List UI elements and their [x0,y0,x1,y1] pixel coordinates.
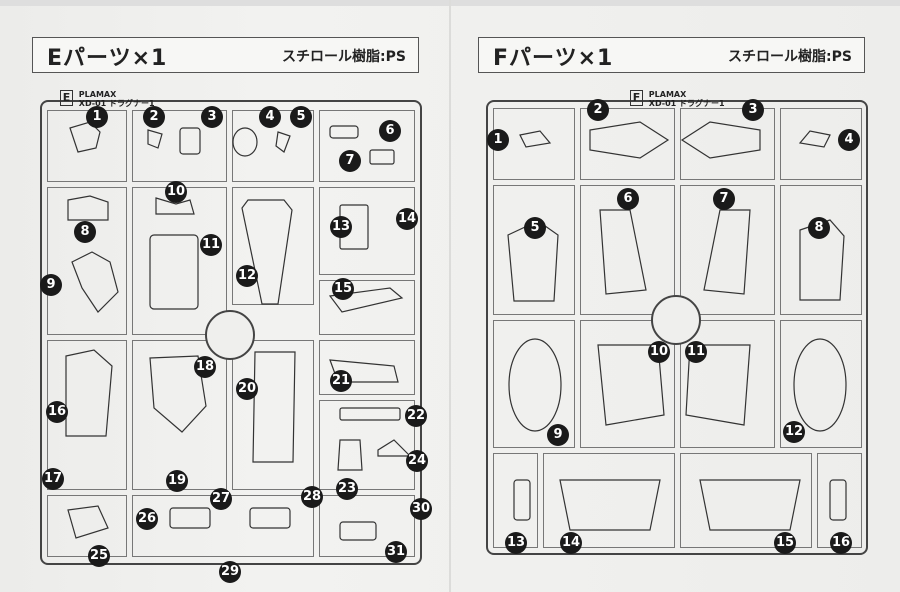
f-parts-title: Fパーツ×1 [493,46,614,71]
f-cell-2 [580,108,675,180]
e-part-number-11: 11 [200,234,222,256]
e-cell-21 [319,340,415,395]
e-part-number-28: 28 [301,486,323,508]
f-cell-8 [780,185,862,315]
e-part-number-19: 19 [166,470,188,492]
e-part-number-21: 21 [330,370,352,392]
e-part-number-6: 6 [379,120,401,142]
f-parts-header: Fパーツ×1 スチロール樹脂:PS [478,37,865,73]
f-cell-7 [680,185,775,315]
e-part-number-13: 13 [330,216,352,238]
f-cell-15 [680,453,812,548]
e-part-number-10: 10 [165,181,187,203]
e-part-number-29: 29 [219,561,241,583]
e-cell-15 [319,280,415,335]
f-part-number-11: 11 [685,341,707,363]
f-part-number-6: 6 [617,188,639,210]
f-part-number-4: 4 [838,129,860,151]
e-part-number-12: 12 [236,265,258,287]
f-cell-9 [493,320,575,448]
e-cell-30-31 [319,495,415,557]
e-parts-material: スチロール樹脂:PS [282,49,406,65]
f-part-number-13: 13 [505,532,527,554]
e-part-number-4: 4 [259,106,281,128]
f-part-number-5: 5 [524,217,546,239]
e-part-number-7: 7 [339,150,361,172]
f-cell-14 [543,453,675,548]
e-cell-22-24 [319,400,415,490]
f-cell-11 [680,320,775,448]
e-runner-ring [205,310,255,360]
f-part-number-12: 12 [783,421,805,443]
page-fold [449,0,451,592]
e-cell-8-9 [47,187,127,335]
f-part-number-16: 16 [830,532,852,554]
f-part-number-14: 14 [560,532,582,554]
f-parts-material: スチロール樹脂:PS [728,49,852,65]
e-part-number-8: 8 [74,221,96,243]
e-cell-6-7 [319,110,415,182]
e-part-number-24: 24 [406,450,428,472]
e-part-number-20: 20 [236,378,258,400]
f-part-number-3: 3 [742,99,764,121]
e-cell-25 [47,495,127,557]
e-part-number-2: 2 [143,106,165,128]
e-part-number-22: 22 [405,405,427,427]
e-part-number-17: 17 [42,468,64,490]
f-cell-5 [493,185,575,315]
f-runner-label-1: PLAMAX [648,90,687,99]
e-part-number-25: 25 [88,545,110,567]
e-part-number-27: 27 [210,488,232,510]
e-part-number-3: 3 [201,106,223,128]
f-part-number-8: 8 [808,217,830,239]
f-cell-10 [580,320,675,448]
f-part-number-7: 7 [713,188,735,210]
e-part-number-9: 9 [40,274,62,296]
f-part-number-2: 2 [587,99,609,121]
e-runner-label-1: PLAMAX [78,90,117,99]
e-runner-code: E [60,90,73,106]
f-runner-frame [486,100,868,555]
e-part-number-14: 14 [396,208,418,230]
e-part-number-23: 23 [336,478,358,500]
e-part-number-30: 30 [410,498,432,520]
f-runner-code: F [630,90,643,106]
e-parts-header: Eパーツ×1 スチロール樹脂:PS [32,37,419,73]
f-cell-4 [780,108,862,180]
e-parts-title: Eパーツ×1 [47,46,168,71]
e-cell-20 [232,340,314,490]
f-part-number-1: 1 [487,129,509,151]
e-part-number-15: 15 [332,278,354,300]
e-part-number-18: 18 [194,356,216,378]
f-part-number-10: 10 [648,341,670,363]
f-part-number-9: 9 [547,424,569,446]
e-part-number-16: 16 [46,401,68,423]
e-runner-label-2: XD-01 ドラグナー1 [78,99,155,108]
f-runner-ring [651,295,701,345]
f-part-number-15: 15 [774,532,796,554]
e-cell-13-14 [319,187,415,275]
f-runner-label-2: XD-01 ドラグナー1 [648,99,725,108]
e-part-number-1: 1 [86,106,108,128]
e-part-number-31: 31 [385,541,407,563]
f-cell-3 [680,108,775,180]
f-cell-6 [580,185,675,315]
e-part-number-26: 26 [136,508,158,530]
f-cell-12 [780,320,862,448]
e-part-number-5: 5 [290,106,312,128]
